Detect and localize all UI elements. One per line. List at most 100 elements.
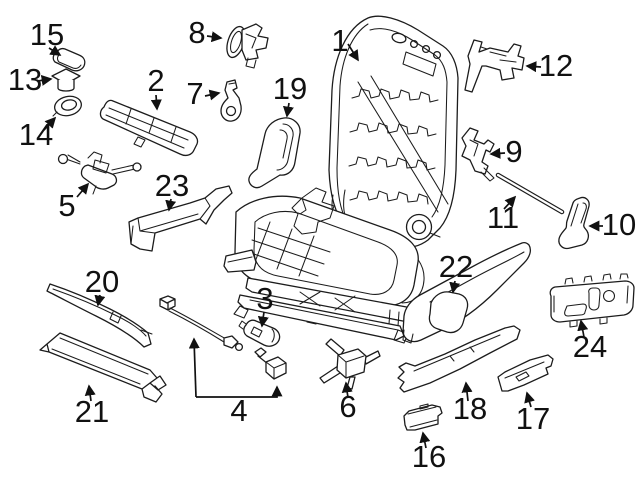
callout-16-label: 16 — [412, 439, 446, 474]
callout-12-arrow — [525, 61, 542, 73]
clip-channel-drawing — [403, 403, 443, 431]
headrest-guide-hole — [409, 39, 419, 49]
callout-17-arrow — [524, 391, 535, 408]
headrest-guide-hole — [432, 50, 442, 60]
callout-3-label: 3 — [256, 281, 273, 316]
callout-18: 18 — [453, 381, 487, 426]
callout-14-arrow — [43, 116, 57, 131]
callout-4-arrow — [188, 337, 200, 398]
callout-13-label: 13 — [8, 62, 42, 97]
callout-21-arrow — [84, 384, 96, 402]
callout-5-label: 5 — [58, 188, 75, 223]
callout-22-label: 22 — [439, 249, 473, 284]
motor-gearbox-drawing — [57, 151, 142, 195]
switch-button — [588, 287, 601, 311]
front-trim-lower-drawing — [39, 332, 167, 403]
mount-bracket-drawing — [226, 23, 269, 69]
callout-1-arrow — [347, 43, 359, 62]
callout-18-arrow — [461, 381, 473, 402]
callout-10-label: 10 — [602, 207, 636, 242]
callout-8-arrow — [206, 31, 223, 43]
side-valance-panel-drawing — [402, 241, 531, 344]
side-shield-drawing — [248, 117, 301, 189]
callout-21-label: 21 — [75, 394, 109, 429]
headrest-guide-hole — [421, 44, 431, 54]
callout-3-arrow — [257, 311, 269, 328]
upper-bracket-drawing — [464, 39, 525, 93]
callout-23: 23 — [155, 168, 189, 212]
callout-1: 1 — [331, 23, 359, 62]
side-bracket-drawing — [461, 127, 495, 182]
callout-2-arrow — [150, 94, 162, 111]
callout-15: 15 — [30, 17, 64, 56]
pivot-bracket-drawing — [220, 79, 242, 122]
callout-12-label: 12 — [539, 48, 573, 83]
callout-10: 10 — [588, 207, 636, 242]
callout-20-label: 20 — [85, 264, 119, 299]
adjuster-handle-drawing — [558, 196, 590, 250]
front-trim-upper-drawing — [46, 283, 153, 348]
outer-rail-trim-drawing — [397, 325, 521, 393]
callout-17-label: 17 — [516, 401, 550, 436]
callout-5: 5 — [58, 182, 90, 223]
seat-switch-panel-drawing — [549, 273, 635, 328]
callout-23-label: 23 — [155, 168, 189, 203]
cable-assembly-drawing — [159, 295, 287, 380]
callout-12: 12 — [525, 48, 573, 83]
callout-7-label: 7 — [186, 76, 203, 111]
callout-13: 13 — [8, 62, 53, 97]
callout-24-arrow — [577, 319, 589, 338]
seat-frame-assembly-drawing — [223, 15, 459, 344]
callout-16: 16 — [412, 431, 446, 474]
callout-9-label: 9 — [505, 134, 522, 169]
callout-24: 24 — [573, 319, 607, 364]
callout-8: 8 — [188, 15, 223, 50]
callout-15-label: 15 — [30, 17, 64, 52]
callout-16-arrow — [419, 431, 431, 449]
recliner-pivot — [411, 219, 427, 235]
callout-6-label: 6 — [339, 389, 356, 424]
callout-5-arrow — [76, 182, 90, 198]
callout-22-arrow — [449, 280, 461, 294]
callout-4-arrow — [196, 385, 283, 398]
callout-1-label: 1 — [331, 23, 348, 58]
callout-2: 2 — [147, 63, 165, 111]
callout-14-label: 14 — [19, 117, 53, 152]
cap-cover-drawing — [51, 68, 81, 92]
torsion-rod-drawing — [495, 172, 565, 215]
callout-7-arrow — [204, 89, 221, 101]
callout-20-arrow — [94, 294, 106, 307]
switch-knob — [602, 289, 616, 303]
cushion-side-member-drawing — [128, 185, 233, 252]
callout-11-arrow — [503, 195, 517, 210]
inner-rail-trim-drawing — [497, 354, 554, 392]
tray-panel-drawing — [99, 99, 199, 157]
callout-24-label: 24 — [573, 329, 607, 364]
headrest-guide-hole — [391, 32, 407, 44]
callout-9-arrow — [489, 147, 506, 159]
callout-3: 3 — [256, 281, 274, 328]
callout-2-label: 2 — [147, 63, 164, 98]
callout-23-arrow — [165, 198, 177, 212]
switch-button — [564, 303, 587, 317]
callout-11: 11 — [487, 195, 519, 235]
callout-14: 14 — [19, 116, 57, 152]
callout-7: 7 — [186, 76, 221, 111]
callout-19: 19 — [273, 71, 307, 118]
callout-22: 22 — [439, 249, 473, 294]
callout-21: 21 — [75, 384, 109, 429]
callout-17: 17 — [516, 391, 550, 436]
callout-4-label: 4 — [230, 393, 247, 428]
callout-13-arrow — [37, 74, 53, 86]
callout-4: 4 — [188, 337, 283, 428]
callout-19-arrow — [282, 102, 294, 118]
grommet-ring-drawing — [52, 95, 83, 117]
callout-18-label: 18 — [453, 391, 487, 426]
callout-9: 9 — [489, 134, 523, 169]
recliner-pivot — [405, 213, 433, 241]
callout-11-label: 11 — [487, 200, 519, 235]
actuator-motor-drawing — [238, 319, 281, 347]
callout-6-arrow — [341, 381, 353, 399]
